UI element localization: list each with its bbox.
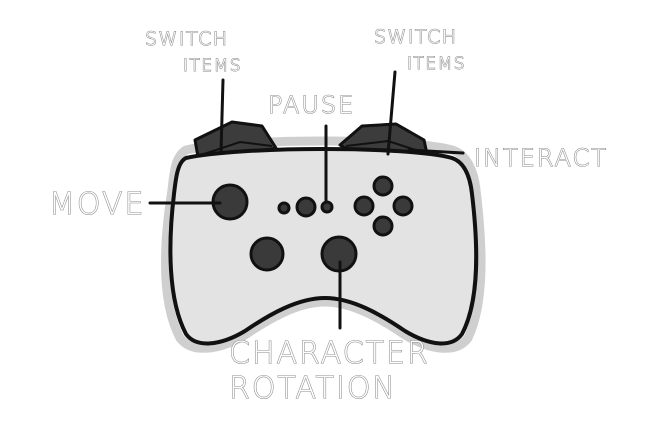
label-character-rotation-line2: ROTATION — [229, 371, 397, 406]
face-button-a — [372, 215, 394, 237]
label-interact: INTERACT — [474, 144, 608, 172]
face-button-x — [353, 195, 375, 217]
face-button-b — [392, 195, 414, 217]
label-pause: PAUSE — [268, 91, 355, 119]
label-switch-items-right-line1: SWITCH — [374, 26, 458, 48]
label-switch-items-left-line1: SWITCH — [145, 28, 229, 50]
dpad — [249, 236, 285, 272]
face-button-y — [372, 175, 394, 197]
leader-switch-items-left — [219, 78, 225, 155]
leader-switch-items-right — [386, 70, 397, 156]
label-character-rotation-line1: CHARACTER — [229, 336, 430, 371]
label-move: MOVE — [49, 187, 145, 222]
leader-interact — [407, 148, 465, 155]
label-switch-items-left-line2: ITEMS — [183, 56, 242, 76]
view-button — [277, 201, 291, 215]
home-button — [295, 196, 317, 218]
label-switch-items-right-line2: ITEMS — [407, 54, 466, 74]
menu-button — [320, 200, 334, 214]
